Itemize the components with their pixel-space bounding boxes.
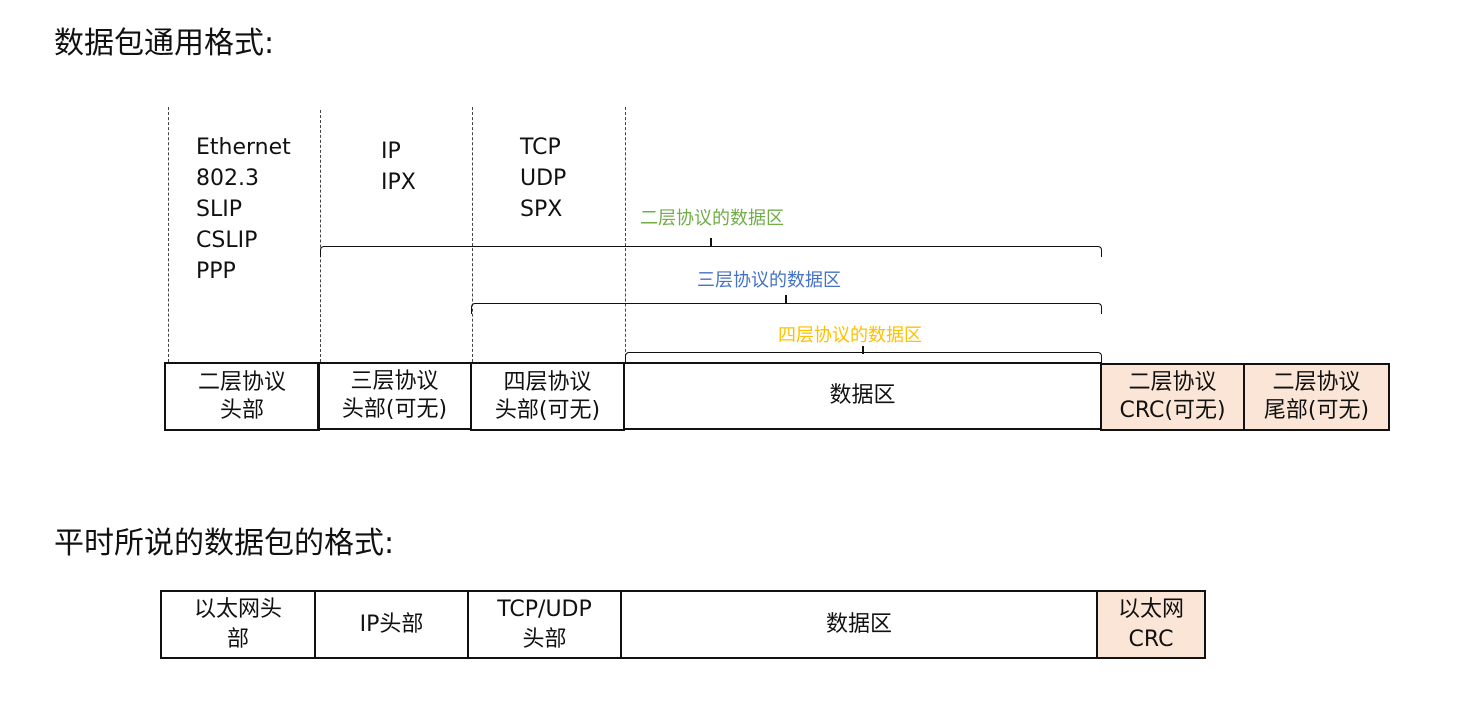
cell-line: IP头部 — [359, 611, 424, 637]
cell-line: 以太网 — [1117, 596, 1184, 622]
layer3-data-brace — [471, 303, 1102, 314]
protocol-item: PPP — [196, 259, 236, 284]
layer2-protocol-list: Ethernet 802.3 SLIP CSLIP PPP — [196, 132, 291, 287]
cell-line: 二层协议 — [1272, 370, 1361, 395]
brace-tick — [862, 346, 864, 354]
tcpudp-header-cell: TCP/UDP 头部 — [467, 590, 622, 659]
cell-line: 头部(可无) — [494, 397, 601, 423]
l4-header-cell: 四层协议头部(可无) — [470, 362, 625, 431]
eth-header-cell: 以太网头部 — [160, 590, 316, 659]
protocol-item: TCP — [520, 135, 561, 160]
cell-line: 头部 — [219, 397, 264, 423]
cell-line: 部 — [226, 626, 249, 652]
eth-crc-cell: 以太网 CRC — [1096, 590, 1206, 659]
cell-line: 二层协议 — [197, 369, 286, 395]
cell-line: CRC — [1128, 626, 1174, 652]
layer2-data-label: 二层协议的数据区 — [640, 208, 784, 229]
dashed-separator — [472, 107, 473, 362]
l3-header-cell: 三层协议头部(可无) — [317, 362, 472, 430]
protocol-item: UDP — [520, 166, 567, 191]
cell-line: 四层协议 — [503, 369, 592, 395]
layer2-data-brace — [320, 246, 1102, 257]
l2-crc-cell: 二层协议 CRC(可无) — [1100, 363, 1245, 431]
brace-tick — [710, 238, 712, 246]
common-format-title: 平时所说的数据包的格式: — [54, 526, 395, 561]
protocol-item: IPX — [381, 170, 416, 195]
layer4-data-label: 四层协议的数据区 — [778, 325, 922, 346]
cell-line: 数据区 — [829, 383, 896, 408]
cell-line: 二层协议 — [1128, 370, 1217, 395]
dashed-separator — [625, 107, 626, 362]
cell-line: 以太网头 — [193, 596, 282, 622]
cell-line: 头部 — [522, 626, 567, 652]
protocol-item: Ethernet — [196, 135, 291, 160]
l2-header-cell: 二层协议头部 — [164, 362, 320, 431]
cell-line: CRC(可无) — [1119, 398, 1226, 423]
layer3-protocol-list: IP IPX — [381, 136, 416, 198]
layer3-data-label: 三层协议的数据区 — [697, 270, 841, 291]
dashed-separator — [320, 110, 321, 362]
protocol-item: IP — [381, 139, 401, 164]
protocol-item: CSLIP — [196, 228, 258, 253]
cell-line: 头部(可无) — [341, 397, 448, 422]
dashed-separator — [168, 107, 169, 362]
layer4-protocol-list: TCP UDP SPX — [520, 132, 566, 225]
ip-header-cell: IP头部 — [314, 590, 469, 659]
brace-tick — [785, 295, 787, 303]
cell-line: 数据区 — [825, 611, 892, 637]
common-data-cell: 数据区 — [620, 590, 1098, 659]
protocol-item: SLIP — [196, 197, 242, 222]
protocol-item: 802.3 — [196, 166, 259, 191]
l2-trailer-cell: 二层协议尾部(可无) — [1243, 363, 1390, 431]
generic-format-title: 数据包通用格式: — [54, 26, 275, 61]
cell-line: 尾部(可无) — [1263, 398, 1370, 423]
data-area-cell: 数据区 — [623, 362, 1102, 430]
cell-line: 三层协议 — [350, 369, 439, 394]
cell-line: TCP/UDP — [497, 596, 592, 622]
protocol-item: SPX — [520, 197, 563, 222]
